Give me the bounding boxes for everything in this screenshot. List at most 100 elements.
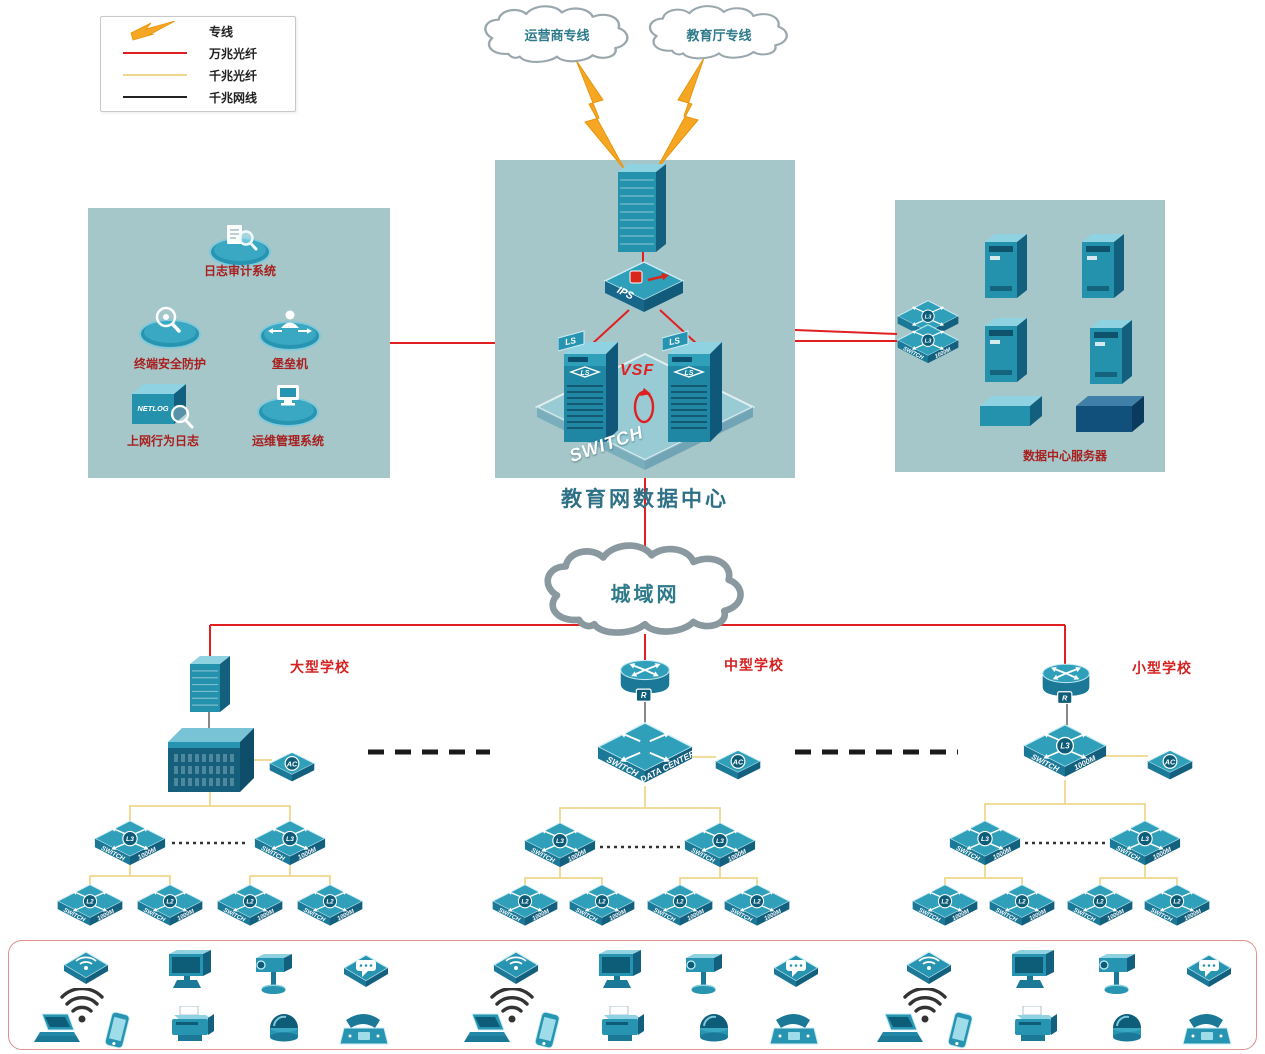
svg-text:L3: L3 [981, 836, 989, 843]
metropolitan-network-cloud: 城域网 [535, 542, 755, 642]
svg-text:L3: L3 [126, 836, 134, 843]
terminal-ptz-camera [1093, 950, 1141, 996]
terminal-dome-camera [1105, 1006, 1149, 1044]
dc-gateway-device [618, 164, 666, 252]
terminal-chat-device [1185, 952, 1233, 992]
svg-text:L2: L2 [676, 899, 684, 906]
cloud-label: 城域网 [610, 584, 680, 606]
svg-text:L2: L2 [1018, 899, 1026, 906]
terminal-printer [596, 1005, 646, 1044]
terminal-fax-phone [1181, 1010, 1233, 1048]
terminal-printer [1009, 1005, 1059, 1044]
terminal-smartphone [530, 1010, 564, 1052]
ops-management-icon [256, 382, 320, 428]
svg-text:L3: L3 [1141, 836, 1149, 843]
school-large-core-server [168, 726, 254, 792]
vsf-ring-icon [626, 386, 662, 428]
terminal-wlan-ap [62, 948, 110, 990]
legend: 专线 万兆光纤 千兆光纤 千兆网线 [100, 16, 296, 112]
vsf-label: VSF [620, 362, 655, 379]
svg-text:L2: L2 [941, 899, 949, 906]
school-small-router: R [1041, 660, 1091, 706]
svg-text:L2: L2 [1096, 899, 1104, 906]
red-line-icon [123, 52, 187, 54]
svg-text:L2: L2 [166, 899, 174, 906]
school-large-ac: AC [268, 740, 316, 786]
terminal-dome-camera [262, 1006, 306, 1044]
svg-text:L2: L2 [86, 899, 94, 906]
terminal-printer [166, 1005, 216, 1044]
cloud-icon [648, 5, 788, 60]
terminal-fax-phone [338, 1010, 390, 1048]
rack-server [1076, 396, 1144, 432]
netlog-icon: NETLOG [128, 380, 194, 430]
education-line-cloud: 教育厅专线 [641, 4, 797, 64]
svg-text:LS: LS [685, 370, 694, 377]
terminal-smartphone [943, 1010, 977, 1052]
terminal-wifi-signal [60, 986, 104, 1024]
legend-item-dedicated-line: 专线 [101, 20, 295, 42]
svg-text:LS: LS [564, 335, 577, 347]
terminal-wlan-ap [492, 948, 540, 990]
terminal-desktop-monitor [163, 950, 215, 992]
svg-text:LS: LS [668, 335, 681, 347]
label-endpoint-security: 终端安全防护 [133, 357, 206, 371]
svg-text:R: R [1062, 694, 1068, 703]
datacenter-title: 教育网数据中心 [561, 488, 729, 511]
school-large-gateway [190, 656, 230, 712]
dc-core-server-2: LS LS [661, 328, 722, 442]
svg-text:NETLOG: NETLOG [137, 404, 168, 413]
svg-text:L2: L2 [246, 899, 254, 906]
legend-label: 专线 [209, 24, 234, 39]
terminal-smartphone [100, 1010, 134, 1052]
yellow-line-icon [123, 74, 187, 76]
svg-text:AC: AC [732, 757, 744, 766]
carrier-line-cloud: 运营商专线 [476, 4, 638, 68]
terminal-desktop-monitor [593, 950, 645, 992]
terminal-wlan-ap [905, 948, 953, 990]
svg-text:AC: AC [1164, 757, 1176, 766]
cloud-label: 运营商专线 [524, 28, 590, 43]
server-tower [1082, 234, 1124, 298]
school-label-large: 大型学校 [290, 659, 350, 675]
svg-text:L3: L3 [925, 314, 933, 320]
legend-label: 千兆网线 [209, 90, 258, 105]
label-bastion-host: 堡垒机 [271, 357, 308, 371]
terminal-wifi-signal [490, 986, 534, 1024]
lightning-icon [101, 21, 209, 41]
terminal-chat-device [772, 952, 820, 992]
black-line-icon [123, 96, 187, 98]
svg-text:L2: L2 [326, 899, 334, 906]
cloud-icon [544, 542, 744, 636]
label-netlog: 上网行为日志 [126, 434, 199, 448]
svg-text:L3: L3 [716, 838, 724, 845]
svg-text:R: R [641, 691, 647, 700]
legend-item-1g-copper: 千兆网线 [101, 86, 295, 108]
server-tower [985, 234, 1027, 298]
log-audit-icon [208, 222, 272, 268]
school-label-medium: 中型学校 [724, 657, 784, 673]
school-small-ac: AC [1146, 738, 1194, 784]
svg-text:AC: AC [286, 759, 298, 768]
terminal-dome-camera [692, 1006, 736, 1044]
svg-text:L2: L2 [1173, 899, 1181, 906]
legend-label: 千兆光纤 [209, 68, 258, 83]
label-datacenter-servers: 数据中心服务器 [1022, 449, 1107, 463]
svg-text:L2: L2 [521, 899, 529, 906]
cloud-label: 教育厅专线 [686, 28, 752, 43]
